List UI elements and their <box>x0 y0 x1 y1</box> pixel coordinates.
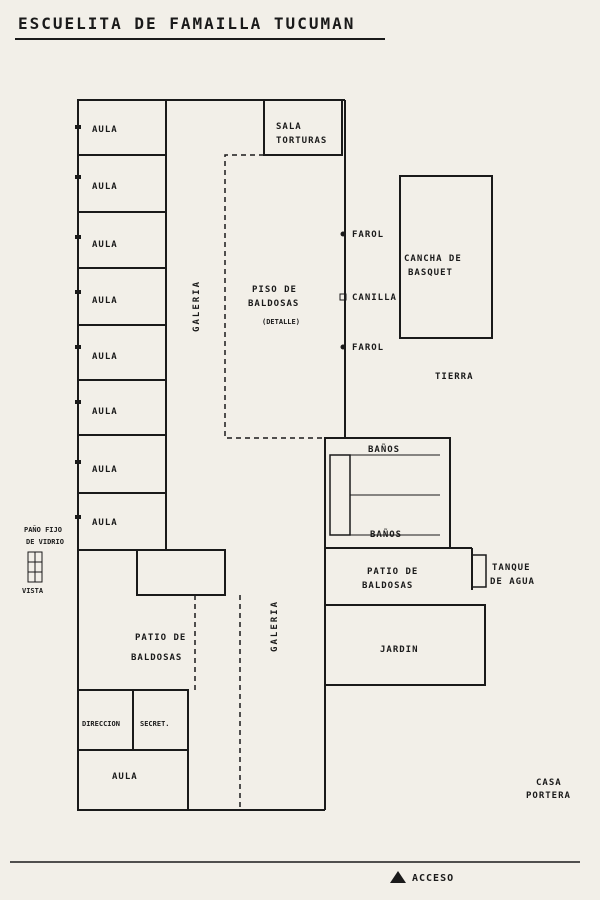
tierra-label: TIERRA <box>435 372 474 382</box>
aula-label: AULA <box>92 182 118 192</box>
tanque-label: TANQUE <box>492 563 531 573</box>
piso-label: BALDOSAS <box>248 299 300 309</box>
aula-label: AULA <box>92 125 118 135</box>
galeria-label: GALERIA <box>270 600 280 652</box>
sala-torturas-room <box>263 99 343 156</box>
pano-fijo-label: PAÑO FIJO <box>24 526 62 534</box>
farol-label: FAROL <box>352 343 385 353</box>
aula-label: AULA <box>92 352 118 362</box>
patio-lower-label: PATIO DE <box>135 633 187 643</box>
tanque-label: DE AGUA <box>490 577 535 587</box>
piso-baldosas-border <box>224 154 325 439</box>
piso-label: PISO DE <box>252 285 297 295</box>
casa-portera-label: PORTERA <box>526 791 571 801</box>
window-marks <box>75 125 81 519</box>
cancha-basquet <box>399 175 493 339</box>
farol-marker <box>340 344 346 350</box>
farol-label: FAROL <box>352 230 385 240</box>
pano-fijo-label: DE VIDRIO <box>26 538 64 546</box>
casa-portera-label: CASA <box>536 778 562 788</box>
vista-label: VISTA <box>22 587 44 595</box>
cancha-label: BASQUET <box>408 268 453 278</box>
farol-marker <box>340 231 346 237</box>
sala-torturas-label: SALA <box>276 122 302 132</box>
jardin-area <box>324 604 486 686</box>
galeria-label: GALERIA <box>192 280 202 332</box>
patio-label: PATIO DE <box>367 567 419 577</box>
patio-lower-label: BALDOSAS <box>131 653 183 663</box>
piso-detalle-label: (DETALLE) <box>262 318 300 326</box>
patio-lower-box <box>136 549 226 596</box>
cancha-label: CANCHA DE <box>404 254 462 264</box>
patio-label: BALDOSAS <box>362 581 414 591</box>
aula-label: AULA <box>92 296 118 306</box>
sala-torturas-label: TORTURAS <box>276 136 328 146</box>
direccion-label: DIRECCION <box>82 720 120 728</box>
tanque-agua <box>471 554 487 588</box>
banos-inner <box>329 454 351 536</box>
secret-label: SECRET. <box>140 720 170 728</box>
aula-label: AULA <box>92 465 118 475</box>
aula-label: AULA <box>92 407 118 417</box>
title-underline <box>15 38 385 40</box>
access-arrow-icon <box>390 871 406 883</box>
vista-window <box>27 551 43 583</box>
banos-block <box>324 437 451 549</box>
aula-label: AULA <box>92 518 118 528</box>
jardin-label: JARDIN <box>380 645 419 655</box>
canilla-label: CANILLA <box>352 293 397 303</box>
banos-label: BAÑOS <box>368 445 401 455</box>
canilla-marker <box>339 293 347 301</box>
aula-label: AULA <box>112 772 138 782</box>
acceso-label: ACCESO <box>412 873 455 884</box>
page-title: ESCUELITA DE FAMAILLA TUCUMAN <box>18 14 356 33</box>
banos-label: BAÑOS <box>370 530 403 540</box>
aula-label: AULA <box>92 240 118 250</box>
